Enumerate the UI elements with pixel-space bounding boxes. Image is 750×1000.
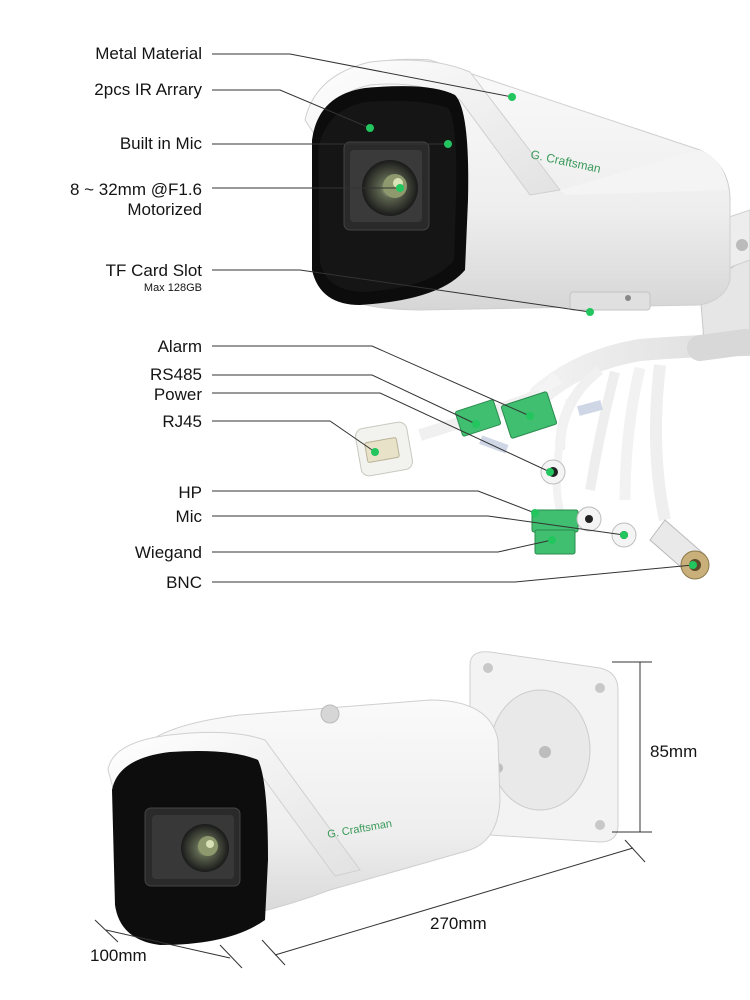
top-camera — [304, 58, 750, 356]
callout-tf-card-sub: Max 128GB — [143, 282, 202, 294]
dimension-length: 270mm — [430, 914, 487, 933]
callout-lens-line2: Motorized — [127, 200, 202, 219]
callout-bnc: BNC — [166, 573, 202, 592]
callout-tf-card: TF Card Slot — [105, 261, 202, 280]
callout-power: Power — [153, 385, 202, 404]
dimension-height: 85mm — [650, 742, 698, 761]
leader-lines — [212, 53, 694, 583]
dimension-lines — [94, 661, 652, 969]
callout-rj45: RJ45 — [162, 412, 202, 431]
callout-hp: HP — [178, 483, 202, 502]
cable-harness — [354, 329, 750, 580]
callout-alarm: Alarm — [157, 337, 202, 356]
callout-lens-line1: 8 ~ 32mm @F1.6 — [69, 180, 202, 199]
callout-metal-material: Metal Material — [95, 44, 202, 63]
dimension-width: 100mm — [90, 946, 147, 965]
callout-mic: Mic — [175, 507, 202, 526]
callout-ir-array: 2pcs IR Arrary — [94, 80, 202, 99]
bottom-camera — [107, 651, 619, 945]
callout-built-in-mic: Built in Mic — [119, 134, 202, 153]
callout-wiegand: Wiegand — [134, 543, 202, 562]
callout-rs485: RS485 — [150, 365, 202, 384]
callout-dots — [366, 93, 697, 569]
